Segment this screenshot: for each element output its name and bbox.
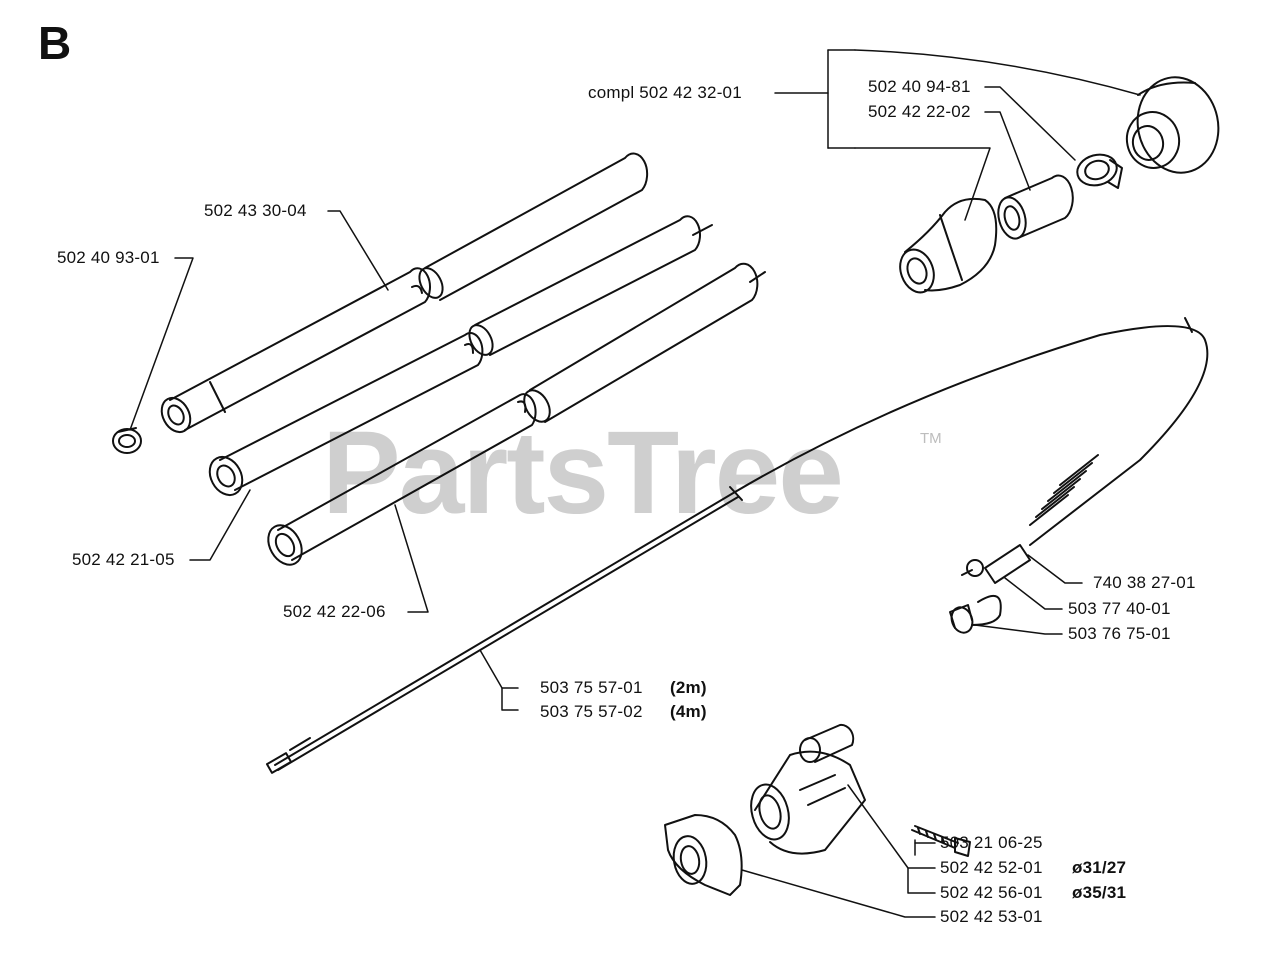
label-503-75-57-01: 503 75 57-01	[540, 678, 643, 697]
label-502-42-53-01: 502 42 53-01	[940, 907, 1043, 926]
leader-lines	[129, 49, 1141, 918]
label-503-76-75-01: 503 76 75-01	[1068, 624, 1171, 643]
label-shaft-2m-size: (2m)	[670, 678, 707, 697]
label-compl: compl 502 42 32-01	[588, 83, 742, 102]
clip-ring	[1076, 153, 1123, 189]
clamp-ring	[112, 427, 142, 454]
dome-cap	[1125, 76, 1220, 174]
label-502-40-94-81: 502 40 94-81	[868, 77, 971, 96]
label-502-40-93-01: 502 40 93-01	[57, 248, 160, 267]
section-letter: B	[38, 17, 72, 69]
label-502-43-30-04: 502 43 30-04	[204, 201, 307, 220]
label-dia-31-27: ø31/27	[1072, 858, 1127, 877]
label-502-42-52-01: 502 42 52-01	[940, 858, 1043, 877]
bell-adapter	[899, 197, 998, 294]
label-740-38-27-01: 740 38 27-01	[1093, 573, 1196, 592]
watermark-trademark: TM	[920, 430, 942, 447]
label-shaft-4m-size: (4m)	[670, 702, 707, 721]
label-503-75-57-02: 503 75 57-02	[540, 702, 643, 721]
tube-middle	[208, 215, 713, 497]
screw	[911, 825, 971, 857]
label-502-42-56-01: 502 42 56-01	[940, 883, 1043, 902]
watermark: PartsTree	[322, 407, 844, 539]
tube-lower	[267, 262, 766, 566]
label-502-42-22-06: 502 42 22-06	[283, 602, 386, 621]
flex-cable	[265, 317, 1209, 774]
label-502-42-21-05: 502 42 21-05	[72, 550, 175, 569]
tube-upper	[160, 152, 649, 434]
label-503-77-40-01: 503 77 40-01	[1068, 599, 1171, 618]
label-dia-35-31: ø35/31	[1072, 883, 1127, 902]
label-502-42-22-02: 502 42 22-02	[868, 102, 971, 121]
label-503-21-06-25: 503 21 06-25	[940, 833, 1043, 852]
coupling-housing	[750, 723, 866, 855]
bushing	[997, 174, 1074, 240]
coupling-knob	[664, 814, 743, 896]
cable-end-connector	[949, 544, 1031, 634]
